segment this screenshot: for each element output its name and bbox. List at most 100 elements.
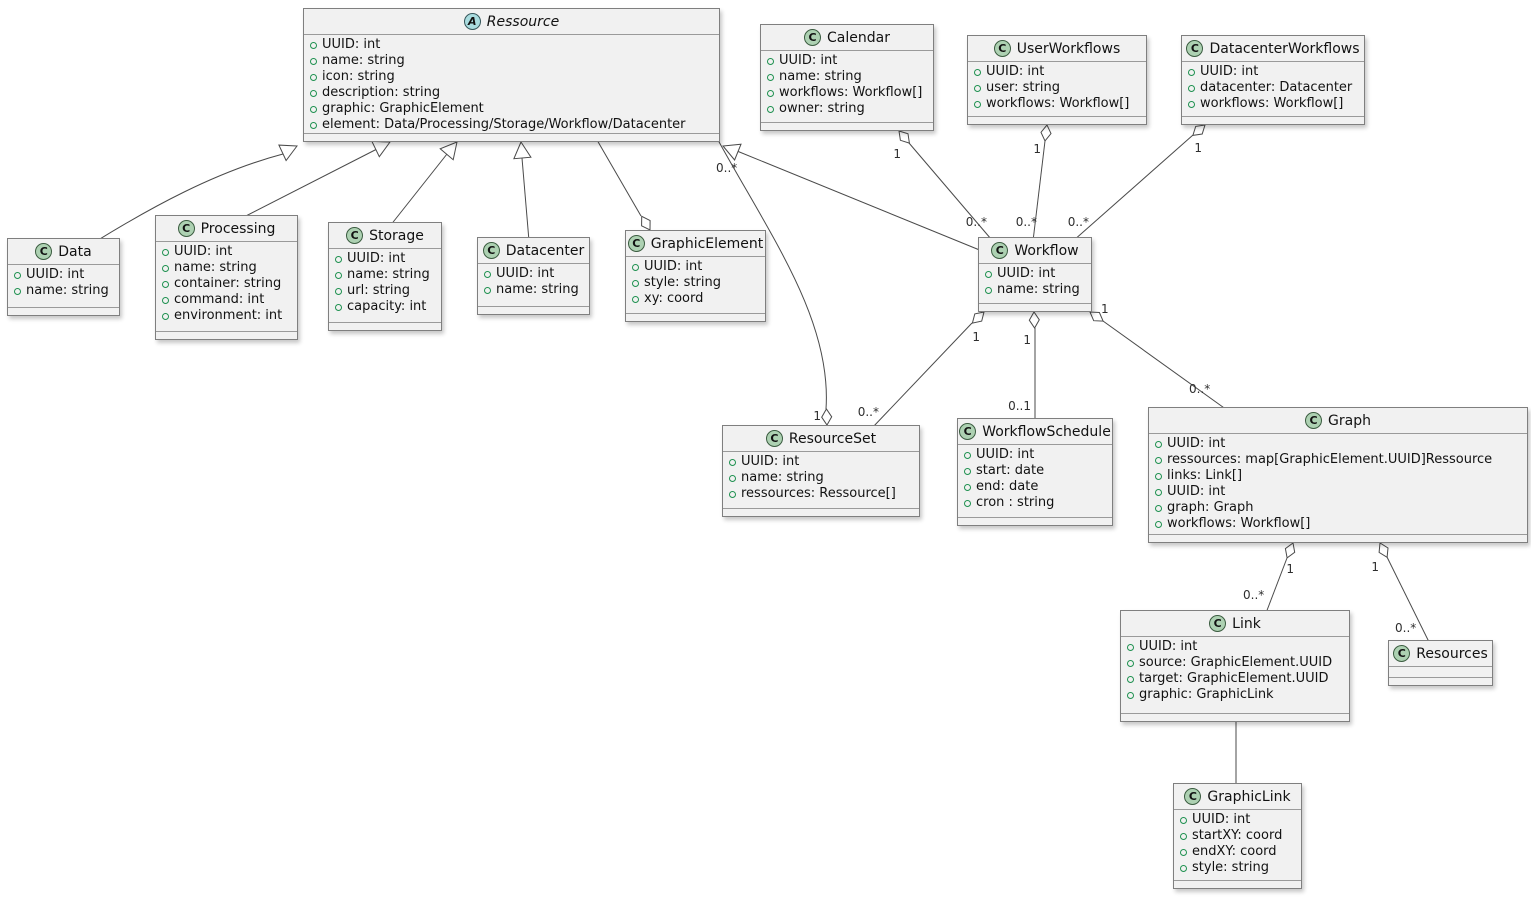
class-header: C Link [1121, 611, 1349, 637]
attribute-text: UUID: int [496, 266, 555, 281]
attribute-row: name: string [14, 283, 111, 299]
field-visibility-icon [162, 264, 169, 272]
attribute-text: workflows: Workflow[] [779, 85, 923, 100]
class-header: C Processing [156, 216, 297, 242]
attribute-text: element: Data/Processing/Storage/Workflo… [322, 117, 686, 132]
methods-compartment [156, 331, 297, 339]
class-header: C GraphicLink [1174, 784, 1301, 810]
attribute-row: endXY: coord [1180, 844, 1293, 860]
attribute-text: startXY: coord [1192, 828, 1283, 843]
edge-storage-extends-ressource [389, 141, 458, 227]
attribute-row: UUID: int [632, 259, 757, 275]
attribute-text: UUID: int [1167, 484, 1226, 499]
field-visibility-icon [964, 467, 971, 475]
attribute-text: end: date [976, 479, 1039, 494]
field-visibility-icon [1155, 440, 1162, 448]
edge-line [1265, 557, 1288, 614]
class-icon: C [1184, 788, 1202, 805]
field-visibility-icon [985, 286, 992, 294]
class-name: Calendar [827, 29, 890, 46]
multiplicity-label: 0..1 [1008, 399, 1031, 413]
attribute-row: UUID: int [1180, 812, 1293, 828]
methods-compartment [329, 322, 441, 330]
aggregation-diamond-icon [821, 408, 833, 426]
attribute-row: UUID: int [729, 454, 911, 470]
attribute-row: name: string [310, 53, 711, 69]
attribute-text: UUID: int [1139, 639, 1198, 654]
edge-line [872, 322, 973, 428]
class-name: GraphicElement [650, 235, 764, 252]
field-visibility-icon [1188, 100, 1195, 108]
field-visibility-icon [1180, 848, 1187, 856]
aggregation-diamond-icon [1028, 311, 1040, 329]
attribute-row: start: date [964, 463, 1104, 479]
attribute-text: environment: int [174, 308, 283, 323]
methods-compartment [478, 306, 589, 314]
attribute-text: endXY: coord [1192, 844, 1277, 859]
class-header: C Graph [1149, 408, 1527, 434]
attribute-row: name: string [767, 69, 925, 85]
attribute-row: links: Link[] [1155, 468, 1519, 484]
attribute-row: UUID: int [1155, 436, 1519, 452]
field-visibility-icon [162, 296, 169, 304]
attribute-row: ressources: Ressource[] [729, 486, 911, 502]
class-icon: C [993, 40, 1011, 57]
attribute-text: graph: Graph [1167, 500, 1254, 515]
attribute-row: graphic: GraphicElement [310, 101, 711, 117]
multiplicity-label: 0..* [1189, 382, 1210, 396]
field-visibility-icon [484, 270, 491, 278]
class-icon: C [765, 430, 783, 447]
attribute-text: UUID: int [347, 251, 406, 266]
class-header: C Datacenter [478, 238, 589, 264]
multiplicity-label: 0..* [858, 405, 879, 419]
attribute-text: UUID: int [1167, 436, 1226, 451]
attribute-row: workflows: Workflow[] [1155, 516, 1519, 532]
class-icon: C [1305, 412, 1323, 429]
methods-compartment [968, 116, 1146, 124]
attribute-text: links: Link[] [1167, 468, 1243, 483]
attribute-text: UUID: int [174, 244, 233, 259]
attribute-text: name: string [779, 69, 862, 84]
edge-line [1072, 134, 1194, 242]
field-visibility-icon [14, 287, 21, 295]
attribute-text: workflows: Workflow[] [986, 96, 1130, 111]
edge-workflow-aggregates-resourceset: 10..* [858, 311, 985, 428]
class-icon: C [35, 243, 53, 260]
field-visibility-icon [767, 57, 774, 65]
field-visibility-icon [767, 89, 774, 97]
field-visibility-icon [1180, 832, 1187, 840]
edge-datacenter-extends-ressource [513, 140, 532, 242]
methods-compartment [723, 508, 919, 516]
class-header: C DatacenterWorkflows [1182, 36, 1364, 62]
field-visibility-icon [1155, 520, 1162, 528]
attribute-text: UUID: int [976, 447, 1035, 462]
field-visibility-icon [162, 248, 169, 256]
field-visibility-icon [632, 295, 639, 303]
class-name: ResourceSet [788, 430, 877, 447]
attribute-text: start: date [976, 463, 1045, 478]
attribute-text: cron : string [976, 495, 1055, 510]
attribute-row: workflows: Workflow[] [1188, 96, 1356, 112]
class-icon: C [804, 29, 822, 46]
attribute-row: UUID: int [14, 267, 111, 283]
edge-resourceset-aggregates-ressource: 0..*1 [716, 139, 833, 426]
attribute-text: source: GraphicElement.UUID [1139, 655, 1333, 670]
attribute-row: UUID: int [484, 266, 581, 282]
attribute-row: xy: coord [632, 291, 757, 307]
class-icon: C [482, 242, 500, 259]
attribute-text: description: string [322, 85, 441, 100]
attribute-row: style: string [1180, 860, 1293, 876]
class-name: UserWorkflows [1016, 40, 1121, 57]
multiplicity-label: 1 [893, 147, 901, 161]
attribute-row: description: string [310, 85, 711, 101]
methods-compartment [8, 307, 119, 315]
field-visibility-icon [310, 121, 317, 129]
class-name: Workflow [1014, 242, 1079, 259]
